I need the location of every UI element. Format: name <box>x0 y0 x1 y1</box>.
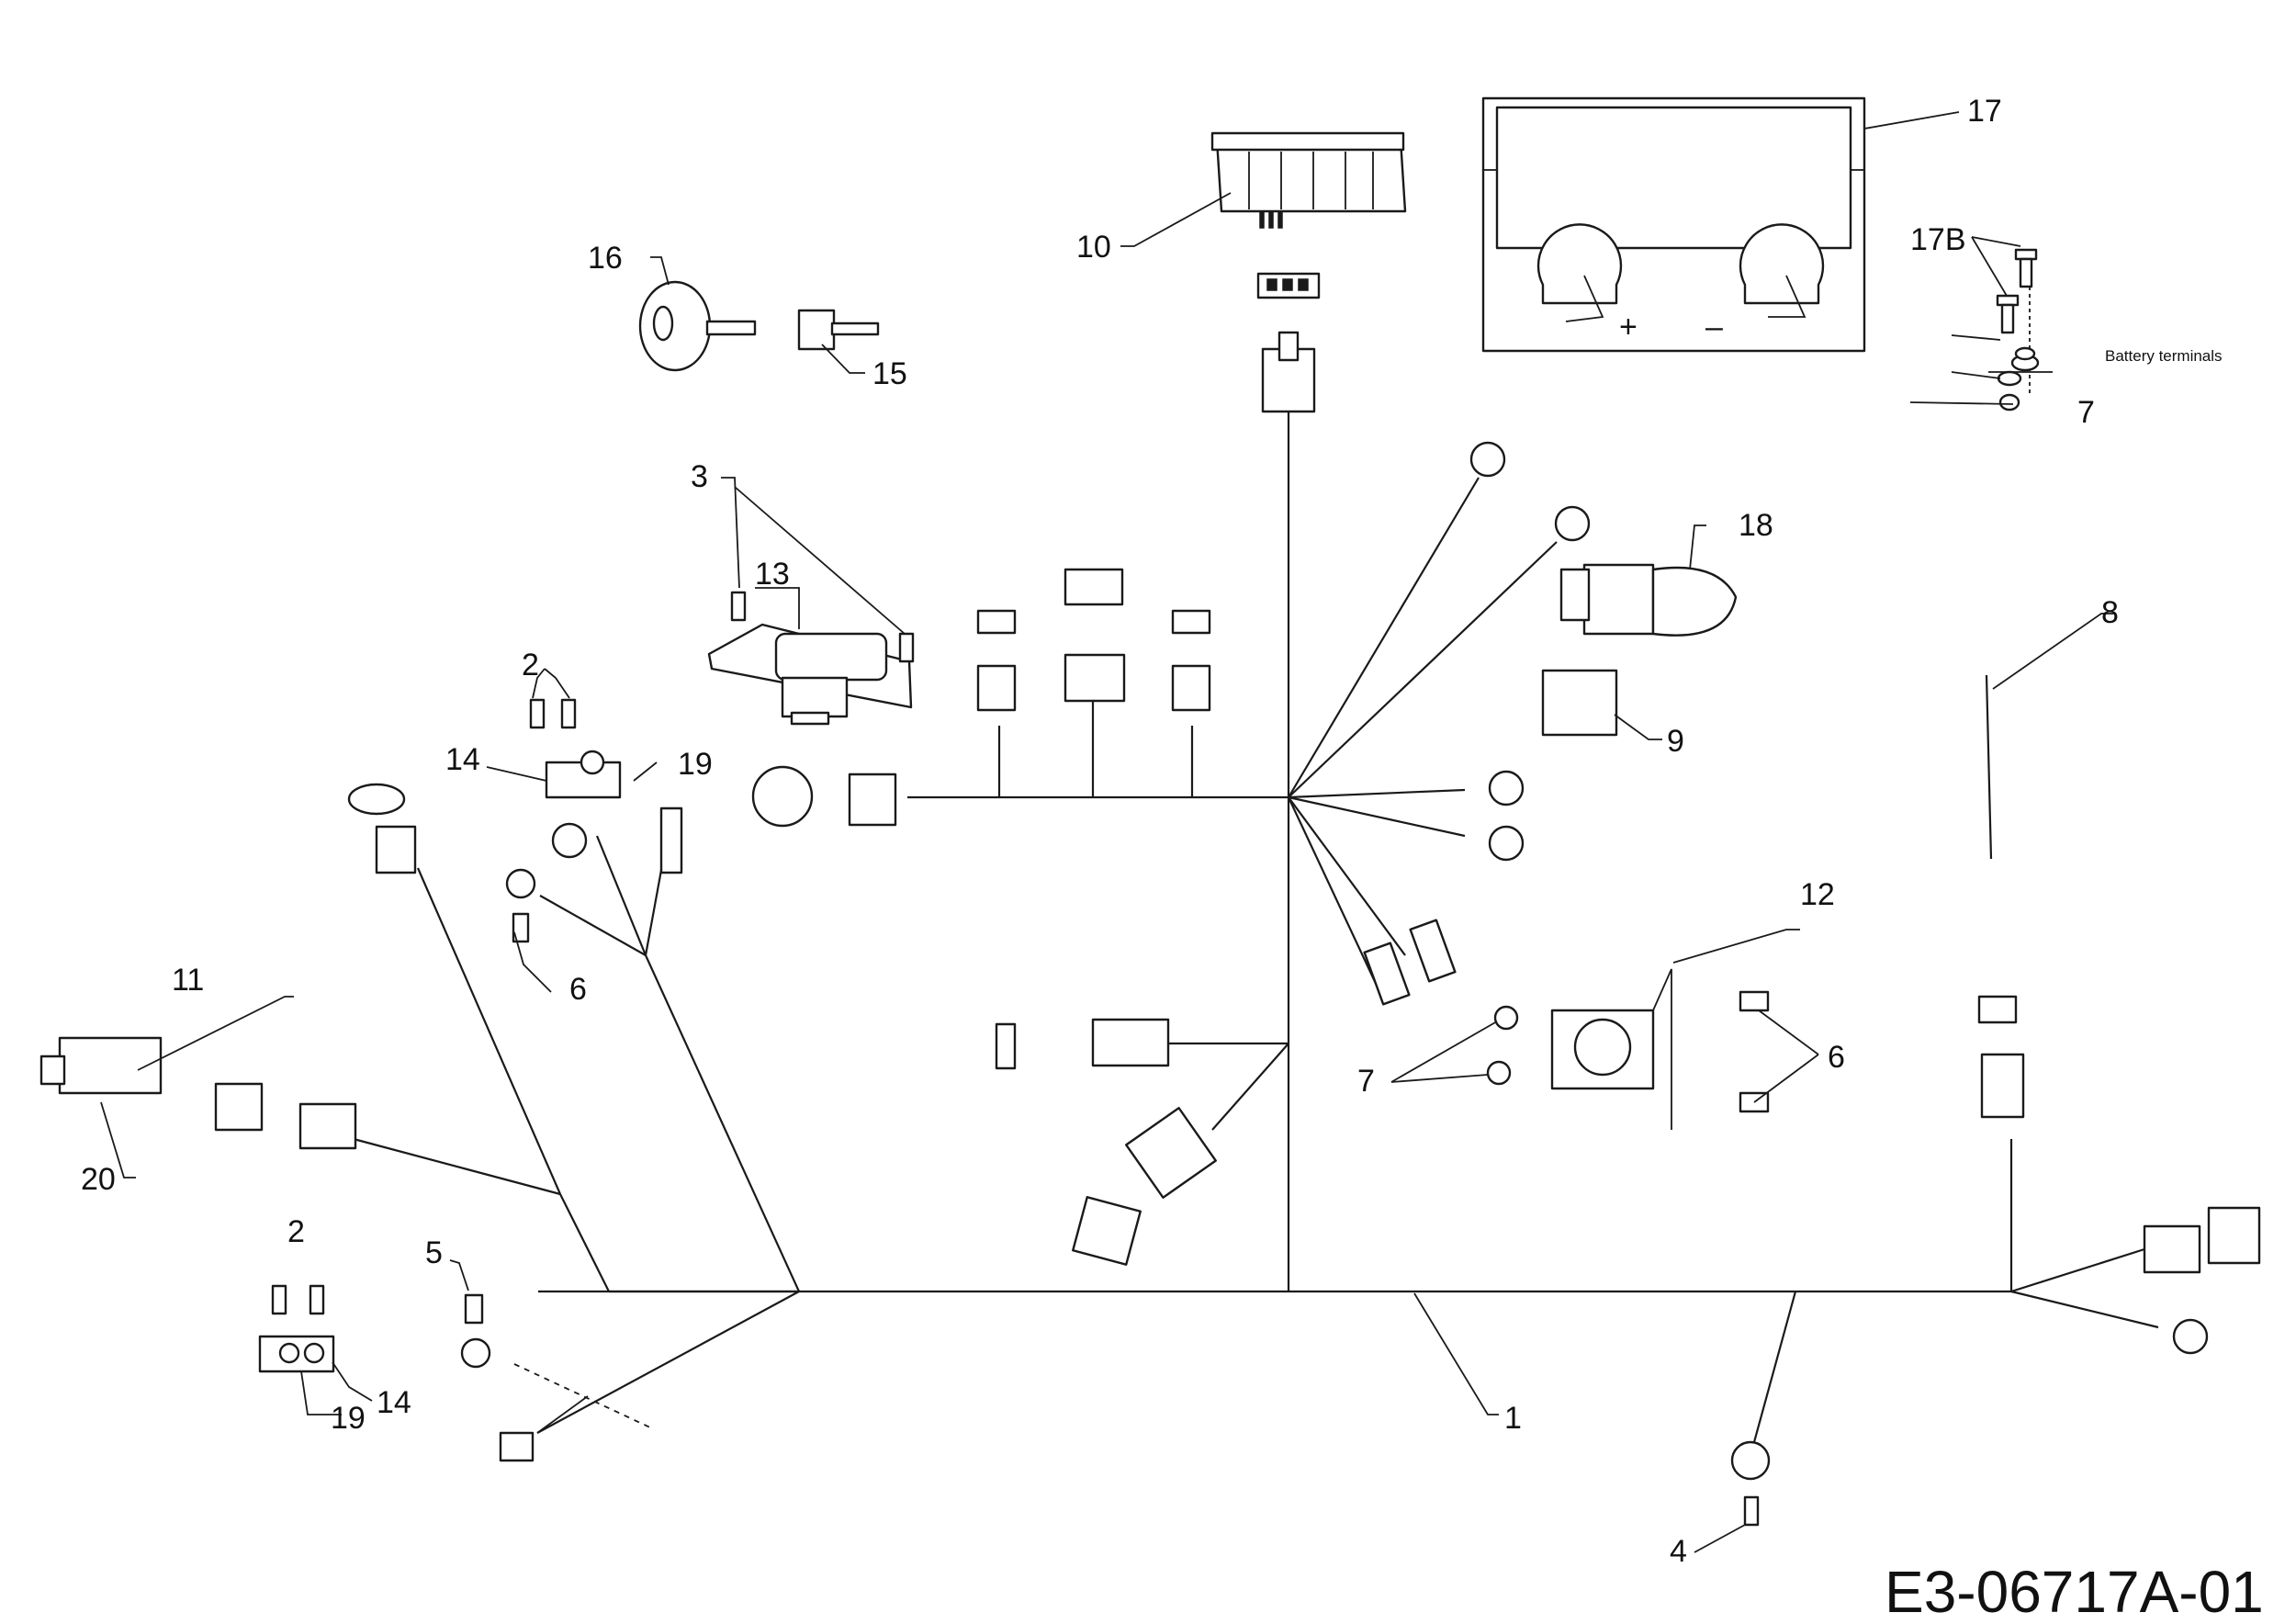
callout-5: 5 <box>425 1235 443 1270</box>
callout-4: 4 <box>1670 1534 1687 1569</box>
main-harness <box>353 412 2159 1443</box>
callout-11: 11 <box>172 963 204 998</box>
battery-minus-label: – <box>1705 310 1723 344</box>
callout-7-mid: 7 <box>1357 1064 1375 1099</box>
callout-20: 20 <box>81 1162 116 1197</box>
display-module <box>1210 131 1407 413</box>
callout-9: 9 <box>1667 724 1684 759</box>
mid-connectors <box>751 568 1217 1266</box>
leader-lines <box>100 111 2116 1553</box>
callout-14-lower: 14 <box>377 1385 411 1420</box>
battery: + – <box>1481 96 1866 353</box>
callout-6-right: 6 <box>1828 1040 1845 1075</box>
ignition-keys <box>638 280 880 372</box>
pto-switch <box>1541 563 1738 737</box>
callout-8: 8 <box>2101 595 2119 630</box>
callout-2-lower: 2 <box>287 1214 305 1249</box>
battery-terminal-hardware: Battery terminals <box>1951 248 2223 412</box>
callout-19-lower: 19 <box>331 1401 366 1436</box>
left-parts <box>39 698 683 1462</box>
callout-17b: 17B <box>1910 222 1966 257</box>
callout-16: 16 <box>588 241 623 276</box>
callout-13: 13 <box>755 557 790 592</box>
seat-switch <box>1486 968 2025 1130</box>
callout-labels: 1 2 2 3 4 5 6 6 7 7 8 9 10 11 12 13 14 1… <box>81 94 2119 1569</box>
callout-17: 17 <box>1967 94 2002 129</box>
cable-tie <box>1985 674 1993 860</box>
callout-15: 15 <box>872 356 907 391</box>
callout-19-upper: 19 <box>678 747 713 782</box>
callout-2-upper: 2 <box>522 648 539 682</box>
callout-18: 18 <box>1739 508 1773 543</box>
drawing-code: E3-06717A-01 <box>1885 1559 2264 1624</box>
battery-plus-label: + <box>1619 310 1638 344</box>
right-bottom-parts <box>1730 1206 2261 1527</box>
battery-terminals-label: Battery terminals <box>2105 347 2223 365</box>
callout-12: 12 <box>1800 877 1835 912</box>
callout-6-left: 6 <box>569 972 587 1007</box>
callout-1: 1 <box>1504 1401 1522 1436</box>
ring-terminals <box>1363 441 1591 1006</box>
switch-13 <box>707 591 915 726</box>
callout-3: 3 <box>691 459 708 494</box>
callout-7-battery: 7 <box>2077 395 2095 430</box>
callout-10: 10 <box>1076 230 1111 265</box>
callout-14-upper: 14 <box>445 742 480 777</box>
